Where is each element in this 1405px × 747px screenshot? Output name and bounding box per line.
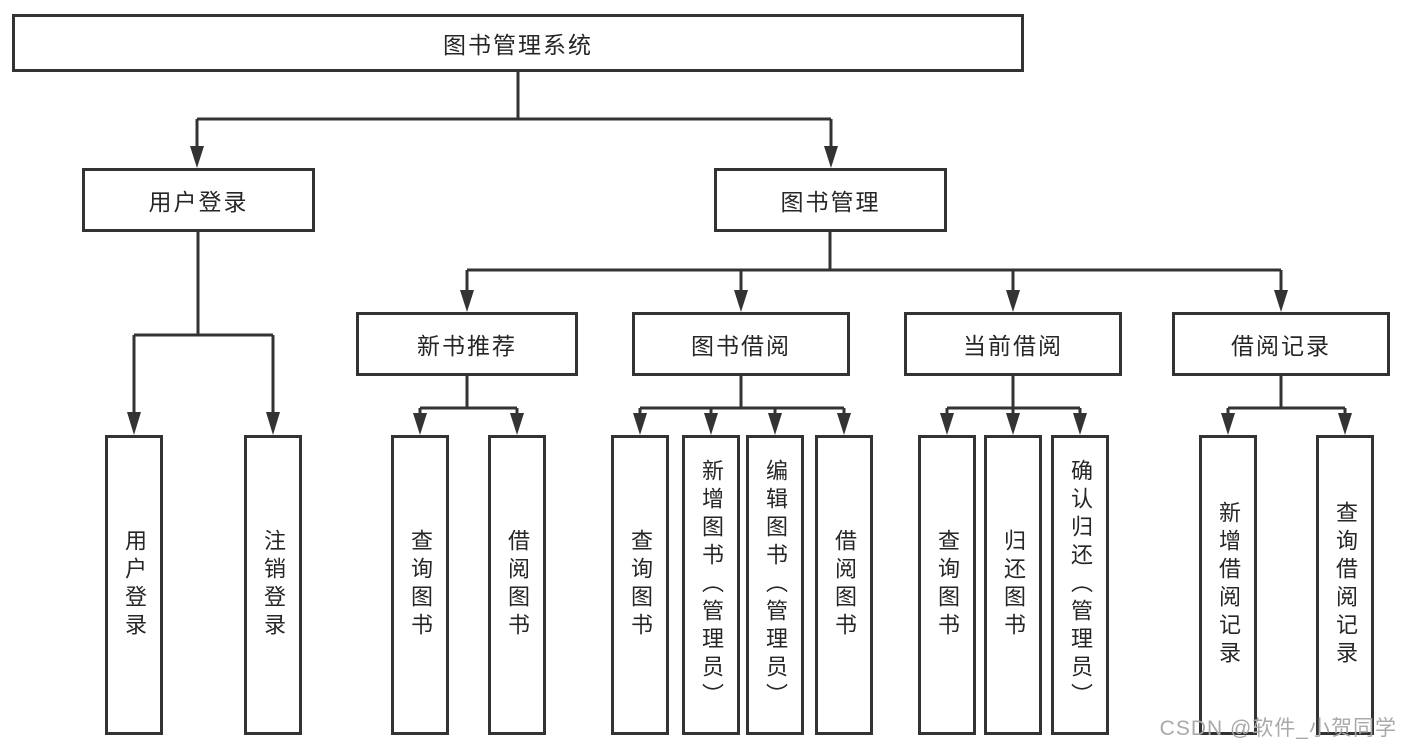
leaf-label: 查询图书 [935,529,960,641]
leaf-confirm-return-admin: 确认归还（管理员） [1051,435,1109,735]
leaf-query-borrow-record: 查询借阅记录 [1316,435,1374,735]
leaf-label: 用户登录 [122,529,147,641]
arrowhead [127,412,280,435]
node-current-borrow: 当前借阅 [904,312,1122,376]
leaf-label: 查询图书 [628,529,653,641]
connector-current-borrow-children [940,376,1087,435]
connector-book-mgmt-children [460,232,1288,312]
arrowhead [460,290,1288,312]
leaf-borrow-book-rec: 借阅图书 [488,435,546,735]
node-user-login: 用户登录 [82,168,315,232]
leaf-borrow-book: 借阅图书 [815,435,873,735]
leaf-logout: 注销登录 [244,435,302,735]
node-root: 图书管理系统 [12,14,1024,72]
leaf-query-book-rec: 查询图书 [391,435,449,735]
node-borrow-record-label: 借阅记录 [1231,333,1331,359]
node-new-book-rec-label: 新书推荐 [417,333,517,359]
arrowhead [633,413,851,435]
leaf-label: 查询图书 [408,529,433,641]
csdn-watermark: CSDN @软件_小贺同学 [1159,717,1397,740]
leaf-label: 查询借阅记录 [1333,501,1358,669]
leaf-query-book-borrow: 查询图书 [611,435,669,735]
leaf-add-borrow-record: 新增借阅记录 [1199,435,1257,735]
leaf-label: 编辑图书（管理员） [763,459,788,711]
arrowhead [413,413,524,435]
leaf-edit-book-admin: 编辑图书（管理员） [746,435,804,735]
node-borrow-record: 借阅记录 [1172,312,1390,376]
node-book-borrow-label: 图书借阅 [691,333,791,359]
leaf-query-book-current: 查询图书 [918,435,976,735]
connector-root-to-level2 [190,72,838,168]
arrowhead [1221,413,1352,435]
node-new-book-rec: 新书推荐 [356,312,578,376]
leaf-label: 借阅图书 [832,529,857,641]
node-book-borrow: 图书借阅 [632,312,850,376]
node-book-mgmt: 图书管理 [714,168,947,232]
connector-new-book-rec-children [413,376,524,435]
node-book-mgmt-label: 图书管理 [780,189,881,215]
node-root-label: 图书管理系统 [443,32,593,58]
connector-borrow-record-children [1221,376,1352,435]
leaf-add-book-admin: 新增图书（管理员） [682,435,740,735]
connector-user-login-children [127,232,280,435]
leaf-label: 注销登录 [261,529,286,641]
node-current-borrow-label: 当前借阅 [963,333,1063,359]
leaf-return-book: 归还图书 [984,435,1042,735]
node-user-login-label: 用户登录 [148,189,249,215]
arrowhead [940,413,1087,435]
leaf-label: 确认归还（管理员） [1068,459,1093,711]
leaf-label: 新增借阅记录 [1216,501,1241,669]
leaf-label: 借阅图书 [505,529,530,641]
leaf-label: 归还图书 [1001,529,1026,641]
connector-book-borrow-children [633,376,851,435]
leaf-user-login: 用户登录 [105,435,163,735]
arrowhead [190,146,838,168]
leaf-label: 新增图书（管理员） [699,459,724,711]
